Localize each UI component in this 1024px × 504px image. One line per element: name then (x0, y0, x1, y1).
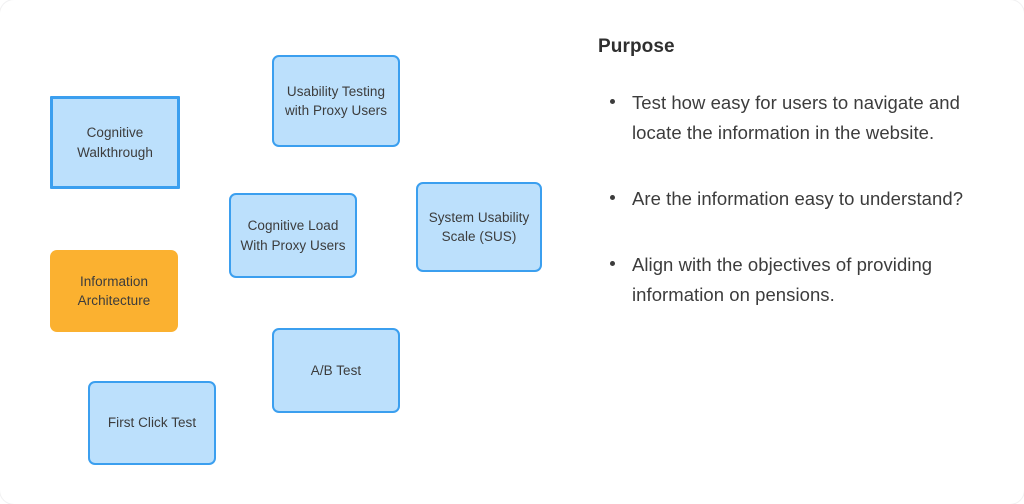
diagram-node-label: System Usability Scale (SUS) (428, 209, 530, 244)
purpose-bullet-list: Test how easy for users to navigate and … (598, 88, 998, 310)
bullet-point-icon (610, 194, 615, 200)
diagram-node-label: First Click Test (107, 415, 197, 431)
diagram-node-first-click-test[interactable]: First Click Test (88, 381, 216, 465)
diagram-node-ab-test[interactable]: A/B Test (272, 328, 400, 413)
diagram-node-information-architecture[interactable]: Information Architecture (50, 250, 178, 332)
purpose-bullet-text: Test how easy for users to navigate and … (632, 92, 960, 143)
diagram-node-label: A/B Test (310, 362, 362, 378)
purpose-heading: Purpose (598, 36, 675, 57)
diagram-node-usability-testing[interactable]: Usability Testing with Proxy Users (272, 55, 400, 147)
bullet-point-icon (610, 260, 615, 266)
diagram-node-cognitive-walkthrough[interactable]: Cognitive Walkthrough (50, 96, 180, 189)
purpose-bullet-text: Align with the objectives of providing i… (632, 253, 933, 305)
purpose-bullet-item: Align with the objectives of providing i… (598, 250, 998, 310)
diagram-node-label: Information Architecture (77, 273, 151, 308)
ux-methods-diagram: Cognitive Walkthrough Usability Testing … (50, 55, 542, 465)
diagram-node-label: Usability Testing with Proxy Users (284, 83, 388, 118)
purpose-bullet-item: Are the information easy to understand? (598, 184, 998, 214)
diagram-node-cognitive-load[interactable]: Cognitive Load With Proxy Users (229, 193, 357, 278)
diagram-node-system-usability-scale[interactable]: System Usability Scale (SUS) (416, 182, 542, 272)
purpose-panel: Purpose Test how easy for users to navig… (598, 36, 998, 310)
purpose-bullet-text: Are the information easy to understand? (632, 187, 964, 209)
purpose-bullet-item: Test how easy for users to navigate and … (598, 88, 998, 148)
diagram-node-label: Cognitive Load With Proxy Users (240, 218, 346, 253)
bullet-point-icon (610, 99, 615, 104)
diagram-node-label: Cognitive Walkthrough (77, 125, 153, 160)
